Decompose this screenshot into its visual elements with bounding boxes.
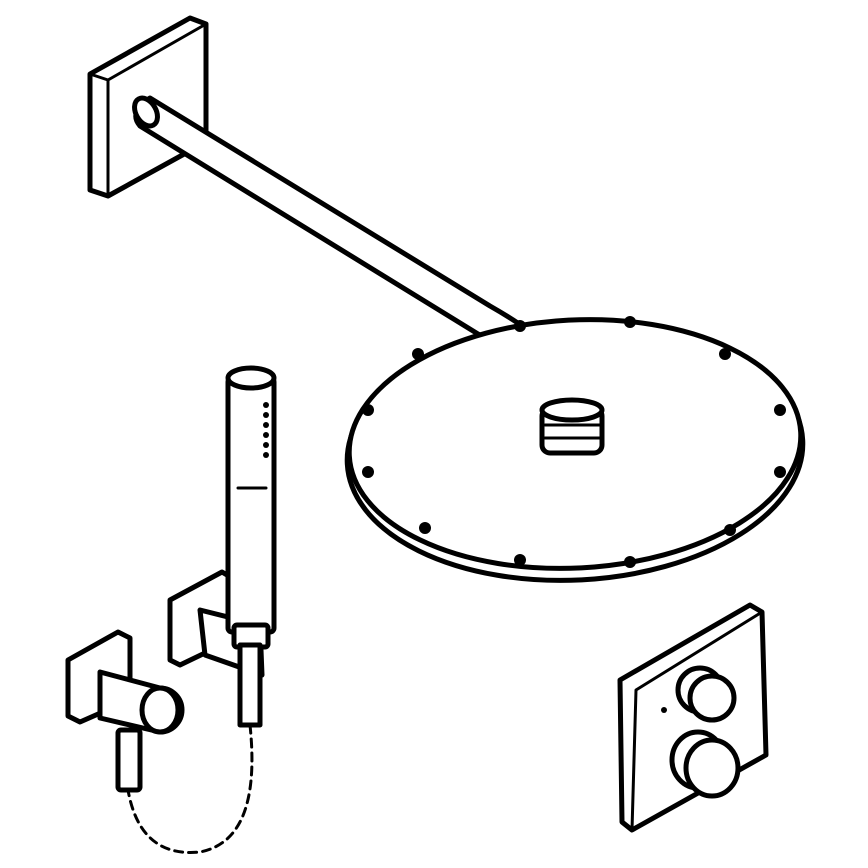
thermostat-temperature-knob — [669, 729, 741, 799]
thermostat-flow-knob — [675, 665, 737, 723]
wall-outlet-elbow — [65, 629, 185, 793]
hand-shower — [225, 365, 277, 650]
hand-shower-spray-dots — [263, 402, 269, 458]
thermostat-trim-plate — [617, 602, 769, 833]
rain-shower-head — [344, 316, 806, 583]
shower-head-nozzle-dots — [362, 316, 786, 568]
shower-head-connector — [539, 397, 605, 456]
thermostat-indicator-dot — [661, 707, 667, 713]
shower-hose — [126, 642, 263, 854]
